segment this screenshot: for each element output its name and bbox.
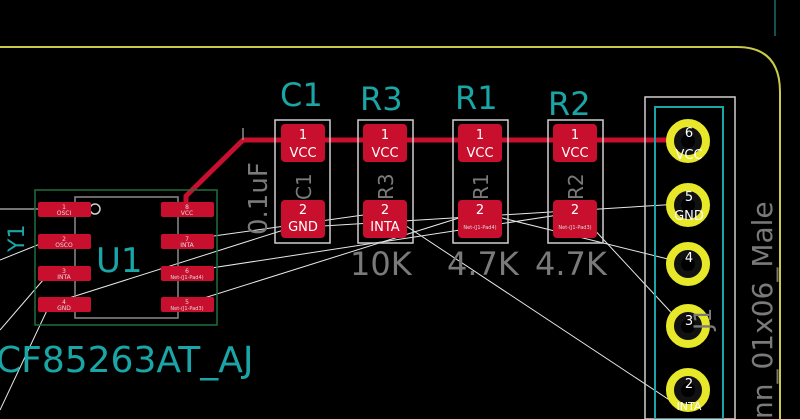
u1-pad-6 [161, 266, 214, 281]
u1-pad-5-num: 5 [185, 299, 189, 306]
j1-pin-6-net: VCC [675, 148, 702, 163]
r2-pad-2-num: 2 [571, 203, 579, 218]
r2-value: 4.7K [535, 245, 608, 283]
c1-footprint[interactable]: 1 VCC 2 GND C1 C1 0.1uF [244, 76, 331, 244]
u1-pad-1 [38, 202, 91, 217]
u1-pad-7-net: INTA [180, 242, 194, 249]
ratsnest-line [184, 211, 479, 305]
r1-pad-1 [458, 124, 502, 162]
r1-fab-ref: R1 [469, 173, 493, 200]
j1-pin-5-drill [681, 198, 695, 212]
r3-pad-1 [363, 124, 407, 162]
u1-pad-6-net: Net-(J1-Pad4) [170, 275, 203, 281]
c1-pad-2-num: 2 [299, 203, 307, 218]
r2-pad-1-num: 1 [571, 128, 579, 143]
r3-outline [357, 119, 414, 244]
u1-pin1-marker [89, 203, 101, 215]
r1-ref: R1 [455, 79, 498, 117]
ratsnest-line [0, 271, 51, 331]
r3-pad-2 [363, 200, 407, 238]
j1-pin-3-drill [681, 319, 695, 333]
u1-pad-6-num: 6 [185, 268, 189, 275]
r2-fab-ref: R2 [564, 173, 588, 200]
j1-pin-3-num: 3 [685, 314, 693, 329]
u1-pad-7 [161, 234, 214, 249]
r3-fab-ref: R3 [374, 173, 398, 200]
u1-pad-3 [38, 266, 91, 281]
r1-pad-2 [458, 200, 502, 238]
u1-pad-5-net: Net-(J1-Pad3) [170, 306, 203, 312]
r1-pad-1-num: 1 [476, 128, 484, 143]
j1-footprint[interactable]: 6 VCC 5 GND 4 3 2 INTA J1 nn_01x06_Male [644, 96, 779, 419]
c1-ref: C1 [280, 76, 323, 114]
j1-value-label: nn_01x06_Male [746, 201, 779, 419]
c1-fab-ref: C1 [292, 173, 316, 200]
c1-value: 0.1uF [244, 162, 274, 235]
r2-pad-1 [553, 124, 597, 162]
c1-pad-1-num: 1 [299, 128, 307, 143]
u1-pad-3-num: 3 [62, 268, 66, 275]
j1-pin-5-net: GND [674, 209, 704, 224]
u1-pad-4 [38, 297, 91, 312]
j1-pin-2-net: INTA [677, 400, 702, 413]
j1-pin-5-num: 5 [685, 190, 693, 205]
r2-outline [547, 119, 604, 244]
u1-pad-2-num: 2 [62, 236, 66, 243]
u1-footprint[interactable]: U1 1 OSCI 2 OSCO 3 INTA 4 GND 8 VCC 7 IN… [34, 189, 218, 326]
u1-pad-8-num: 8 [185, 204, 189, 211]
u1-pad-8 [161, 202, 214, 217]
j1-pin-4-drill [681, 257, 695, 271]
j1-pin-6-num: 6 [685, 126, 693, 141]
r1-pad-2-num: 2 [476, 203, 484, 218]
u1-pad-1-num: 1 [62, 204, 66, 211]
r3-pad-2-num: 2 [381, 203, 389, 218]
u1-pad-2 [38, 234, 91, 249]
r2-ref: R2 [548, 85, 591, 123]
j1-courtyard [644, 96, 736, 419]
u1-pad-1-net: OSCI [57, 210, 72, 217]
r3-value: 10K [350, 245, 413, 283]
r1-footprint[interactable]: 1 VCC 2 Net-(J1-Pad4) R1 R1 4.7K [447, 79, 520, 283]
r3-footprint[interactable]: 1 VCC 2 INTA R3 R3 10K [350, 80, 414, 283]
u1-pad-2-net: OSCO [55, 242, 73, 249]
c1-pad-1-net: VCC [289, 146, 316, 161]
r3-ref: R3 [360, 80, 403, 118]
r1-pad-2-net: Net-(J1-Pad4) [463, 225, 496, 231]
r1-pad-1-net: VCC [466, 146, 493, 161]
ratsnest-line [384, 211, 681, 408]
u1-courtyard [34, 189, 218, 326]
u1-pad-3-net: INTA [57, 274, 71, 281]
j1-pin-6-drill [681, 134, 695, 148]
u1-pad-8-net: VCC [181, 210, 193, 217]
j1-pin-2-num: 2 [685, 377, 693, 392]
board-edge-outline [0, 46, 781, 419]
r1-outline [452, 119, 509, 244]
u1-pad-5 [161, 297, 214, 312]
r3-pad-2-net: INTA [370, 220, 399, 235]
u1-pad-7-num: 7 [185, 236, 189, 243]
ratsnest-line [0, 303, 51, 411]
c1-pad-1 [281, 124, 325, 162]
r1-value: 4.7K [447, 245, 520, 283]
r3-pad-1-num: 1 [381, 128, 389, 143]
r2-footprint[interactable]: 1 VCC 2 Net-(J1-Pad3) R2 R2 4.7K [535, 85, 608, 283]
j1-ref-label: J1 [689, 308, 717, 332]
r2-pad-2 [553, 200, 597, 238]
c1-pad-2 [281, 200, 325, 238]
u1-value-label: CF85263AT_AJ [0, 340, 253, 381]
r2-pad-2-net: Net-(J1-Pad3) [558, 225, 591, 231]
y1-ref-label: Y1 [5, 225, 30, 253]
r2-pad-1-net: VCC [561, 146, 588, 161]
u1-pad-4-num: 4 [62, 299, 66, 306]
c1-pad-2-net: GND [288, 220, 318, 235]
u1-pad-4-net: GND [57, 305, 71, 312]
j1-pin-4-num: 4 [685, 251, 693, 266]
j1-silkscreen [654, 106, 724, 419]
j1-pin-2-drill [681, 383, 695, 397]
u1-ref: U1 [96, 241, 143, 281]
r3-pad-1-net: VCC [371, 146, 398, 161]
c1-outline [274, 119, 331, 244]
